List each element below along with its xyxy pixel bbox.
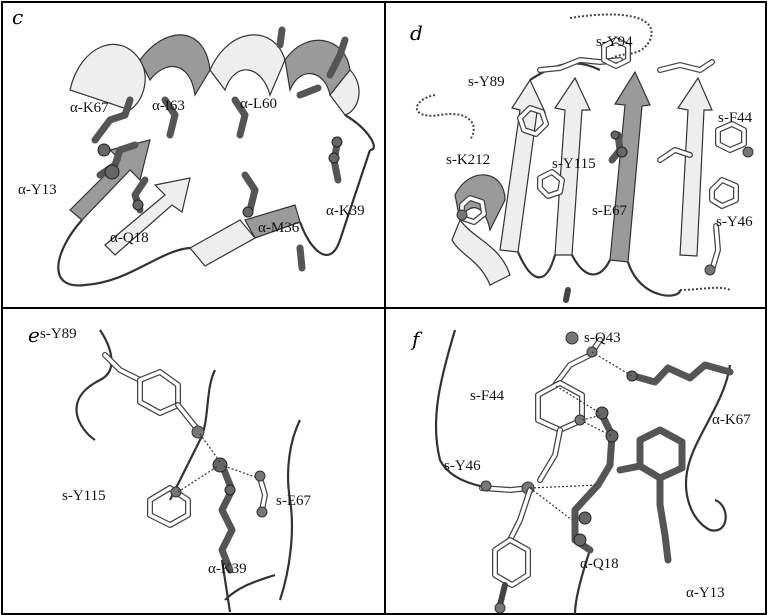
label-f-alpha-y13: α-Y13 [686, 585, 725, 601]
panel-d: d s-Y94 s-Y89 s-F44 s-K212 s-Y115 s-E67 … [385, 2, 766, 308]
panel-c-sheet [70, 140, 300, 266]
label-s-y115: s-Y115 [552, 156, 596, 172]
label-e-alpha-k39: α-K39 [208, 561, 247, 577]
label-alpha-l60: α-L60 [240, 96, 277, 112]
label-alpha-k67: α-K67 [70, 100, 109, 116]
panel-e-backbone [77, 330, 112, 440]
label-f-s-q43: s-Q43 [584, 330, 621, 346]
label-s-y94: s-Y94 [596, 34, 633, 50]
panel-f-y13 [620, 430, 682, 560]
panel-d-coil [518, 252, 555, 277]
panel-e-e67 [255, 471, 267, 517]
panel-c-letter: c [12, 5, 23, 29]
label-alpha-m36: α-M36 [258, 220, 300, 236]
label-e-s-y115: s-Y115 [62, 488, 106, 504]
label-f-s-f44: s-F44 [470, 388, 505, 404]
label-alpha-q18: α-Q18 [110, 230, 149, 246]
panel-f-y46 [481, 481, 534, 613]
label-s-y89: s-Y89 [468, 74, 505, 90]
label-alpha-i63: α-I63 [152, 98, 185, 114]
label-s-e67: s-E67 [592, 203, 627, 219]
panel-e-k39 [213, 458, 235, 570]
panel-e-letter: e [28, 323, 40, 347]
label-f-s-y46: s-Y46 [444, 458, 481, 474]
label-alpha-k39: α-K39 [326, 203, 365, 219]
label-alpha-y13: α-Y13 [18, 182, 57, 198]
panel-f-border [385, 308, 766, 614]
panel-f-k67 [627, 365, 730, 382]
panel-e: e s-Y89 s-Y115 s-E67 α-K39 [2, 308, 385, 614]
panel-c-helix [70, 35, 359, 115]
label-e-s-y89: s-Y89 [40, 326, 77, 342]
panel-d-sheet [500, 72, 712, 262]
panel-f: f s-Q43 s-F44 α-K67 s-Y46 α-Q18 α-Y13 [385, 308, 766, 614]
panel-e-border [2, 308, 385, 614]
panel-d-letter: d [410, 21, 423, 45]
label-f-alpha-k67: α-K67 [712, 412, 751, 428]
panel-c: c α-K67 α-I63 α-L60 α-Y13 α-M36 α-K39 α-… [2, 2, 385, 308]
label-e-s-e67: s-E67 [276, 493, 311, 509]
panel-f-f44 [538, 383, 585, 480]
label-s-y46: s-Y46 [716, 214, 753, 230]
panel-e-y115 [150, 487, 188, 525]
label-s-k212: s-K212 [446, 152, 490, 168]
label-s-f44: s-F44 [718, 110, 753, 126]
panel-e-y89 [105, 355, 204, 438]
label-f-alpha-q18: α-Q18 [580, 556, 619, 572]
panel-f-letter: f [410, 327, 423, 351]
